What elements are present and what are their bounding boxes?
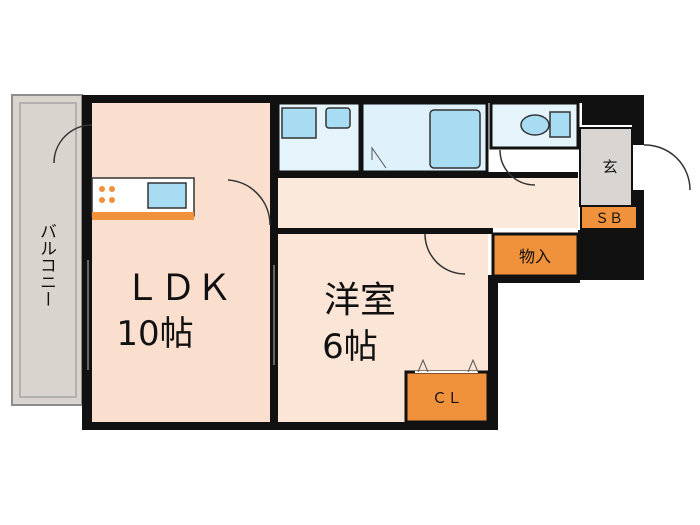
storage-label: 物入	[519, 247, 551, 266]
bathtub-icon	[429, 109, 481, 169]
door-entrance	[643, 144, 691, 191]
kitchen-counter	[91, 177, 195, 220]
sink-icon	[147, 182, 187, 209]
toilet-icon	[520, 114, 550, 136]
washing-machine-icon	[325, 107, 351, 129]
shoe-box: ＳＢ	[580, 205, 638, 230]
ldk-size-label: 10帖	[116, 314, 193, 354]
stove-icon	[99, 186, 105, 192]
shoe-box-label: ＳＢ	[595, 211, 623, 227]
entrance: 玄	[579, 127, 633, 207]
western-name-label: 洋室	[324, 280, 396, 321]
balcony-label: バルコニー	[36, 223, 56, 308]
door-toilet	[499, 149, 536, 186]
balcony: バルコニー	[11, 94, 83, 406]
door-western	[424, 233, 466, 275]
western-size-label: 6帖	[322, 327, 378, 367]
washbasin-icon	[281, 107, 317, 139]
door-corridor-ldk	[227, 179, 271, 226]
bathroom	[360, 101, 489, 174]
corridor-wall-bottom	[278, 228, 493, 234]
ldk-floor	[92, 103, 270, 422]
closet-label: ＣＬ	[432, 389, 462, 407]
ldk-name-label: ＬＤＫ	[124, 268, 232, 309]
partition-wall-ldk	[270, 103, 278, 422]
corridor-floor	[278, 178, 578, 228]
corridor-wall-top	[278, 172, 578, 178]
washroom	[276, 101, 362, 174]
door-ldk-balcony	[53, 124, 93, 164]
entrance-label: 玄	[602, 158, 617, 176]
closet: ＣＬ	[404, 358, 490, 424]
toilet-room	[489, 101, 580, 150]
storage: 物入	[491, 232, 580, 278]
